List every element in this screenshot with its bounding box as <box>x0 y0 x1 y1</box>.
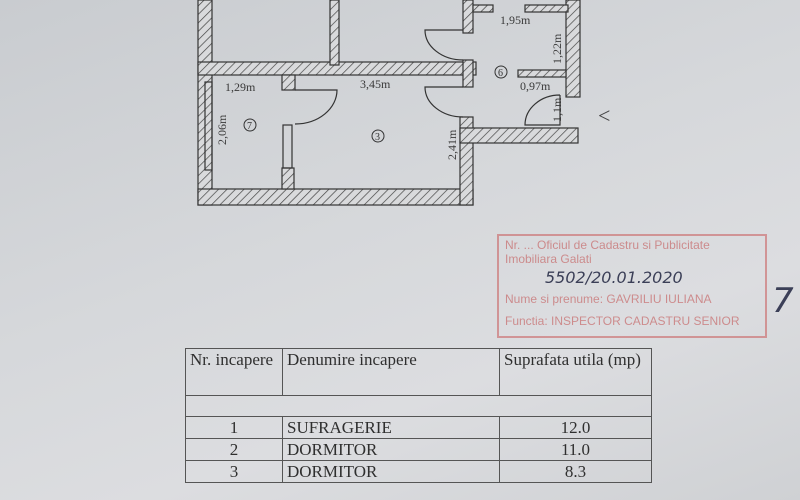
header-name: Denumire incapere <box>282 348 500 396</box>
windows <box>204 81 293 171</box>
room-number: 3 <box>375 132 380 143</box>
handwritten-registration: 5502/20.01.2020 <box>545 268 683 287</box>
table-header: Nr. incapere Denumire incapere Suprafata… <box>185 348 652 396</box>
cell-area: 8.3 <box>499 460 652 483</box>
dim-label: 0,97m <box>520 79 551 93</box>
stamp-line: Nr. ... Oficiul de Cadastru si Publicita… <box>505 238 710 266</box>
table-spacer-row <box>185 395 652 417</box>
dim-label: 1,29m <box>225 80 256 94</box>
stamp-line: Nume si prenume: GAVRILIU IULIANA <box>505 292 712 306</box>
dim-label: 2,06m <box>215 114 229 145</box>
room-number: 7 <box>247 121 252 132</box>
cell-name: DORMITOR <box>282 438 500 461</box>
cell-area: 11.0 <box>499 438 652 461</box>
walls <box>197 0 581 206</box>
entrance-arrow: < <box>598 103 610 128</box>
cell-nr: 1 <box>185 416 283 439</box>
dim-label: 1,22m <box>550 33 564 64</box>
header-nr: Nr. incapere <box>185 348 283 396</box>
signature: 7 <box>772 281 794 321</box>
cell-name: SUFRAGERIE <box>282 416 500 439</box>
cell-area: 12.0 <box>499 416 652 439</box>
cell-name: DORMITOR <box>282 460 500 483</box>
dim-label: 1,95m <box>500 13 531 27</box>
header-area: Suprafata utila (mp) <box>499 348 652 396</box>
cell-nr: 2 <box>185 438 283 461</box>
spacer-cell <box>185 395 652 417</box>
dim-label: 3,45m <box>360 77 391 91</box>
cadastre-stamp: Nr. ... Oficiul de Cadastru si Publicita… <box>497 234 767 338</box>
dim-label: 2,41m <box>445 129 459 160</box>
stamp-line: Functia: INSPECTOR CADASTRU SENIOR <box>505 314 740 328</box>
room-markers: 7 3 6 <box>243 65 508 143</box>
rooms-table: Nr. incapere Denumire incapere Suprafata… <box>185 348 652 483</box>
dim-label: 1,1m <box>550 97 564 122</box>
room-number: 6 <box>498 68 503 79</box>
door-arcs <box>294 29 561 126</box>
cell-nr: 3 <box>185 460 283 483</box>
